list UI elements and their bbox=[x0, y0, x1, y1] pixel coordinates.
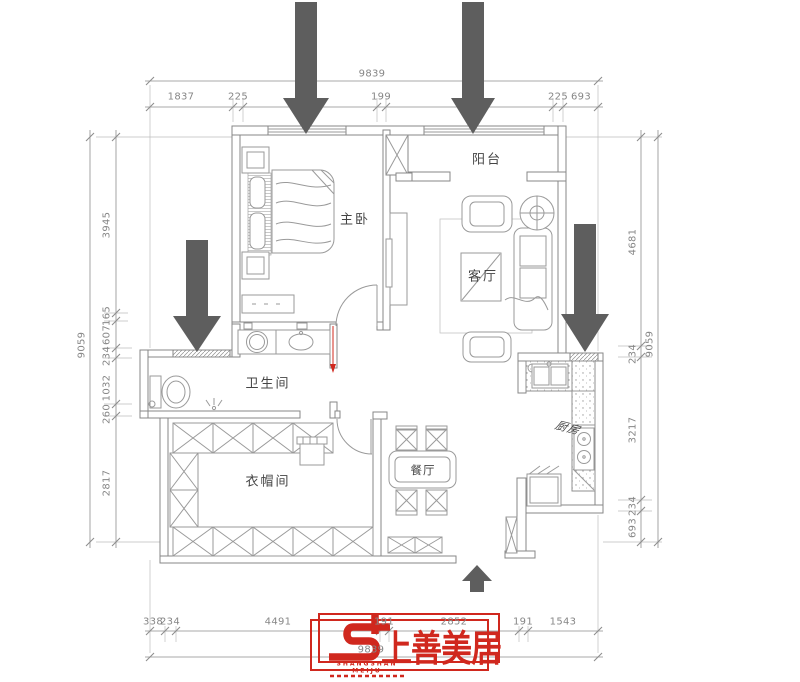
extension-lines bbox=[96, 85, 662, 653]
dim-bottom-seg: 234 bbox=[160, 616, 180, 628]
kitchen-sink bbox=[531, 361, 569, 389]
throw-blanket bbox=[504, 296, 549, 311]
logo-brand-name: 上善美居 bbox=[381, 627, 502, 671]
dining-chair bbox=[425, 425, 448, 451]
tv bbox=[385, 238, 393, 288]
dim-left-seg: 607 bbox=[101, 325, 113, 345]
dining-chair bbox=[395, 489, 418, 516]
dim-right-total: 9059 bbox=[644, 330, 656, 358]
direction-arrows bbox=[173, 2, 609, 592]
washing-machine bbox=[246, 331, 268, 353]
balcony-window bbox=[423, 125, 545, 136]
dim-bottom-seg: 191 bbox=[374, 616, 394, 628]
bathroom-vanity bbox=[237, 322, 331, 355]
bathroom-window bbox=[172, 349, 231, 358]
tv-cabinet bbox=[385, 212, 408, 306]
doors bbox=[335, 284, 378, 455]
armchair bbox=[462, 331, 512, 363]
room-label-dining-room: 餐厅 bbox=[410, 463, 436, 477]
entry-side-cabinet bbox=[505, 516, 518, 554]
dim-right-seg: 234 bbox=[627, 496, 639, 516]
dim-left-seg: 260 bbox=[101, 404, 113, 424]
room-label-living-room: 客厅 bbox=[467, 269, 499, 285]
logo-latin-line1: SHANGSHAN bbox=[336, 660, 398, 668]
stove bbox=[573, 427, 595, 471]
room-label-cloakroom: 衣帽间 bbox=[245, 474, 291, 490]
shoe-cabinet bbox=[387, 536, 443, 554]
down-arrow bbox=[561, 224, 609, 352]
dim-bottom-seg: 2852 bbox=[440, 616, 468, 628]
wardrobes bbox=[169, 422, 374, 557]
entry-arrow bbox=[462, 565, 492, 592]
dim-top-total: 9839 bbox=[358, 68, 386, 80]
dim-left-seg: 165 bbox=[101, 306, 113, 326]
dining-chair bbox=[425, 489, 448, 516]
dim-left-seg: 2817 bbox=[101, 469, 113, 497]
dresser bbox=[241, 294, 295, 314]
dim-right-seg: 3217 bbox=[627, 416, 639, 444]
logo-mark bbox=[310, 613, 500, 678]
dining-set bbox=[388, 425, 457, 516]
dim-bottom-seg: 191 bbox=[513, 616, 533, 628]
fridge bbox=[526, 465, 562, 507]
armchair bbox=[461, 195, 513, 233]
dining-table bbox=[388, 450, 457, 489]
room-label-master-bedroom: 主卧 bbox=[339, 212, 371, 228]
dim-left-total: 9059 bbox=[76, 331, 88, 359]
bedroom-door bbox=[335, 284, 378, 327]
dim-top-seg: 693 bbox=[571, 91, 591, 103]
dim-left-seg: 234 bbox=[101, 346, 113, 366]
dressing-stool bbox=[296, 436, 328, 466]
coffee-table bbox=[460, 252, 502, 302]
wardrobe-bottom-row bbox=[172, 526, 374, 557]
dim-right-seg: 4681 bbox=[627, 228, 639, 256]
floor-drain bbox=[148, 400, 156, 408]
dim-top-seg: 199 bbox=[371, 91, 391, 103]
basin-sink bbox=[288, 333, 314, 351]
nightstand-bottom bbox=[241, 251, 270, 280]
pillow bbox=[249, 212, 266, 250]
dim-left-seg: 3945 bbox=[101, 211, 113, 239]
shower-drain bbox=[205, 398, 223, 411]
room-label-balcony: 阳台 bbox=[471, 152, 503, 168]
dimension-lines bbox=[85, 76, 663, 662]
plant bbox=[519, 195, 555, 231]
kitchen-window bbox=[569, 352, 599, 362]
room-label-bathroom: 卫生间 bbox=[245, 376, 291, 392]
dim-right-seg: 693 bbox=[627, 518, 639, 538]
down-arrow bbox=[451, 2, 495, 134]
bed bbox=[247, 169, 335, 256]
dim-right-seg: 234 bbox=[627, 344, 639, 364]
pillow bbox=[249, 176, 266, 209]
logo-s-glyph bbox=[329, 623, 390, 661]
nightstand-top bbox=[241, 146, 270, 174]
dim-top-seg: 1837 bbox=[167, 91, 195, 103]
down-arrow bbox=[283, 2, 329, 134]
cloakroom-door bbox=[336, 418, 373, 455]
dim-top-seg: 225 bbox=[228, 91, 248, 103]
down-arrow bbox=[173, 240, 221, 352]
dim-left-seg: 1032 bbox=[101, 374, 113, 402]
dim-bottom-seg: 4491 bbox=[264, 616, 292, 628]
dimension-leader bbox=[330, 326, 336, 373]
wardrobe-left-column bbox=[169, 452, 199, 528]
sofa-set bbox=[461, 195, 553, 363]
toilet bbox=[148, 375, 191, 409]
dim-bottom-seg: 1543 bbox=[549, 616, 577, 628]
logo-latin-line2: MEIJU bbox=[352, 667, 382, 675]
dim-top-seg: 225 bbox=[548, 91, 568, 103]
dim-bottom-seg: 338 bbox=[143, 616, 163, 628]
dining-chair bbox=[395, 425, 418, 451]
dim-bottom-total: 9839 bbox=[357, 644, 385, 656]
